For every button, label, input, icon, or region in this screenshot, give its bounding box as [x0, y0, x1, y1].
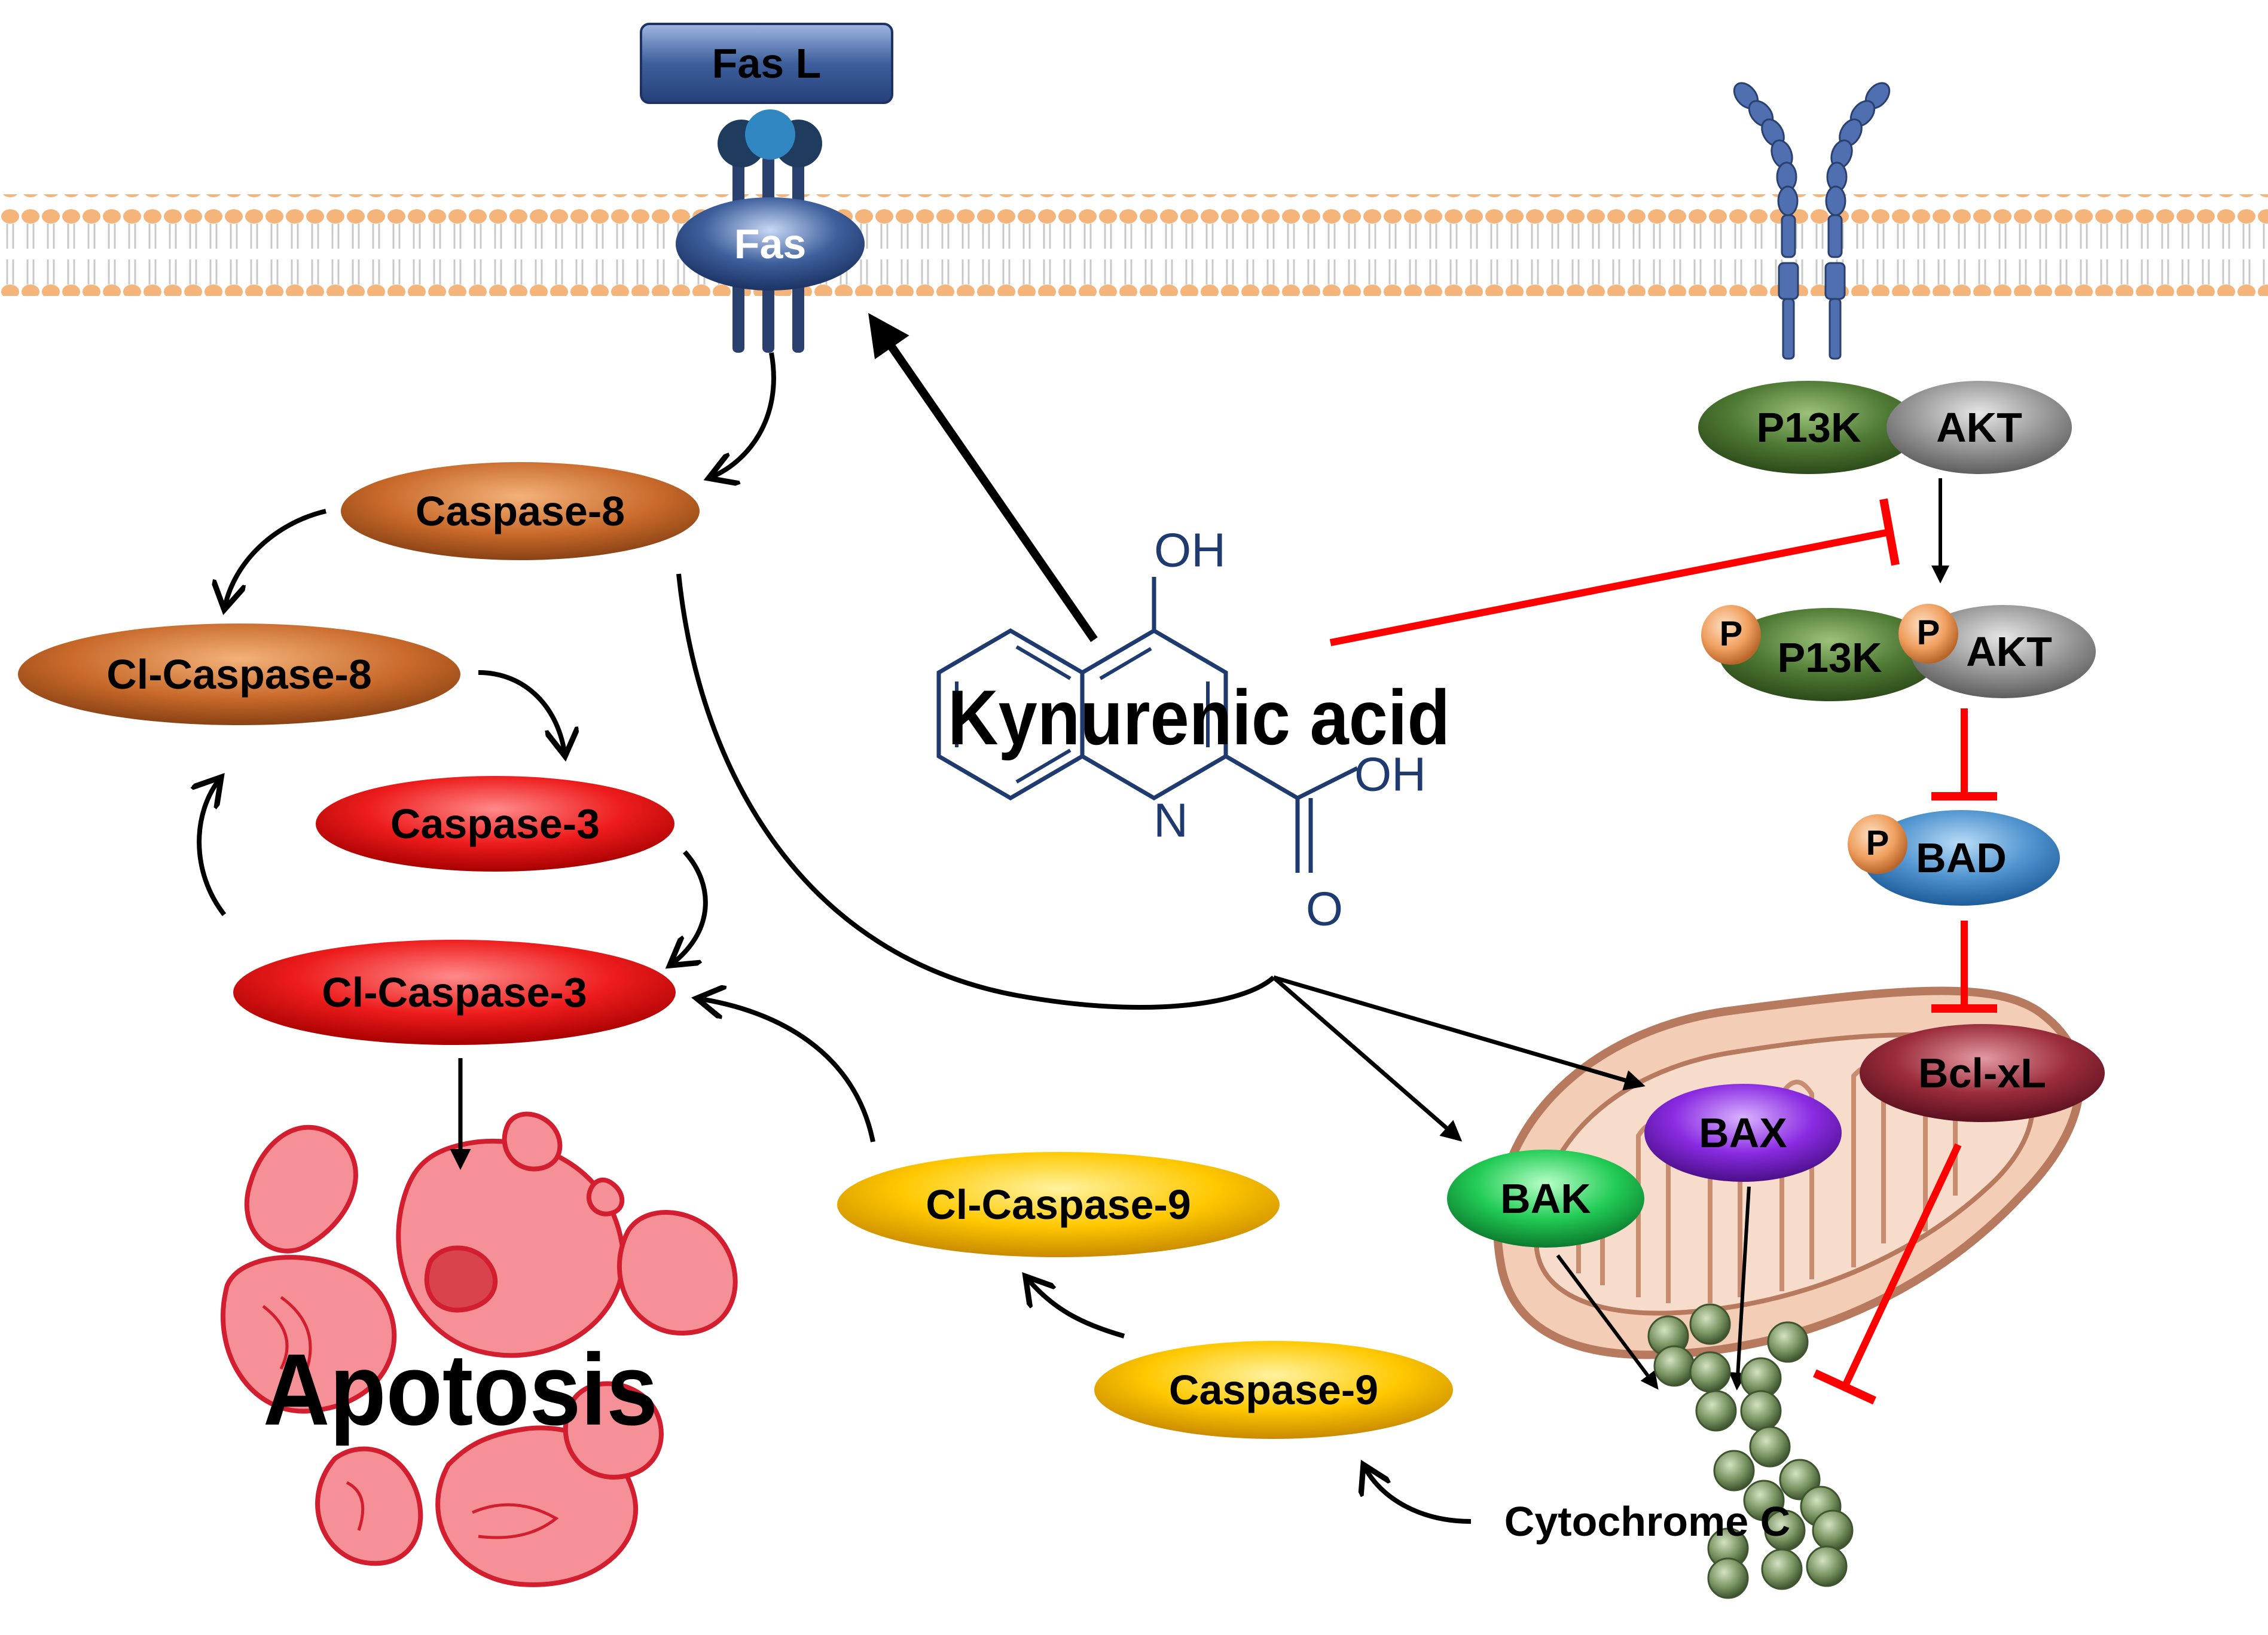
p-akt-label: AKT	[1966, 628, 2052, 675]
oh-top-label: OH	[1154, 524, 1226, 577]
fasl-label: Fas L	[712, 40, 822, 87]
growth-factor-receptor	[1733, 82, 1891, 360]
node-clcaspase9: Cl-Caspase-9	[837, 1152, 1280, 1257]
phospho-akt-badge: P	[1898, 604, 1958, 664]
clcaspase8-label: Cl-Caspase-8	[106, 651, 372, 698]
clcaspase3-to-clcaspase8-arrow	[199, 777, 227, 916]
cytochrome-c-label: Cytochrome C	[1504, 1498, 1790, 1545]
bax-to-cytochrome-arrow	[1729, 1186, 1751, 1390]
phospho-bad-label: P	[1866, 824, 1890, 863]
apoptotic-cell-illustration	[220, 1111, 738, 1587]
bak-to-cytochrome-arrow	[1556, 1254, 1659, 1390]
node-caspase9: Caspase-9	[1094, 1341, 1453, 1439]
caspase8-to-clcaspase8-arrow	[224, 509, 326, 610]
clcaspase8-to-caspase3-arrow	[478, 670, 565, 756]
clcaspase9-label: Cl-Caspase-9	[926, 1181, 1191, 1228]
fasl-box	[640, 23, 893, 104]
fas-label: Fas	[734, 221, 807, 267]
phospho-pi3k-label: P	[1720, 615, 1743, 653]
node-bax: BAX	[1644, 1084, 1842, 1182]
p-pi3k-label: P13K	[1777, 634, 1882, 681]
node-bak: BAK	[1447, 1150, 1644, 1248]
pyridine-ring	[1081, 628, 1228, 801]
fas-trimer-heads	[718, 109, 822, 167]
kynurenic-acid-title: Kynurenic acid	[948, 674, 1450, 761]
caspase8-label: Caspase-8	[416, 488, 625, 534]
pi3k-label: P13K	[1756, 404, 1861, 451]
bax-label: BAX	[1699, 1110, 1787, 1156]
activation-arrows	[199, 313, 1949, 1524]
node-akt: AKT	[1887, 381, 2072, 474]
phospho-bad-badge: P	[1848, 814, 1907, 874]
kynurenic-to-fas-arrow	[868, 313, 1098, 642]
node-bclxl: Bcl-xL	[1860, 1024, 2105, 1122]
bclxl-label: Bcl-xL	[1918, 1050, 2046, 1096]
node-bad: BAD	[1863, 810, 2060, 906]
kynurenic-acid-structure	[936, 577, 1359, 873]
akt-label: AKT	[1936, 404, 2022, 451]
bak-label: BAK	[1500, 1175, 1591, 1222]
n-atom-label: N	[1153, 794, 1188, 847]
node-pi3k: P13K	[1698, 381, 1919, 474]
inhibition-lines	[1329, 498, 1997, 1405]
clcaspase9-to-clcaspase3-arrow	[697, 998, 875, 1142]
phospho-akt-label: P	[1917, 613, 1940, 652]
caspase9-to-clcaspase9-arrow	[1025, 1276, 1125, 1338]
node-clcaspase8: Cl-Caspase-8	[18, 624, 460, 725]
oh-side-label: OH	[1354, 748, 1426, 801]
fas-node	[676, 197, 865, 291]
clcaspase3-label: Cl-Caspase-3	[322, 969, 587, 1016]
receptor-right-chain	[1824, 82, 1891, 360]
receptor-left-chain	[1733, 82, 1799, 360]
fas-receptor-complex: Fas L Fas	[640, 23, 893, 353]
caspase3-to-clcaspase3-arrow	[670, 850, 708, 965]
node-caspase3: Caspase-3	[316, 776, 674, 872]
apoptosis-label: Apotosis	[263, 1333, 658, 1447]
cytochrome-to-caspase9-arrow	[1363, 1465, 1472, 1524]
bad-label: BAD	[1916, 835, 2007, 881]
o-atom-label: O	[1306, 882, 1343, 936]
kynurenic-inhibits-pi3k-akt	[1329, 528, 1891, 646]
bclxl-inhibits-cytochrome-release	[1841, 1143, 1962, 1389]
phospho-pi3k-badge: P	[1701, 605, 1761, 665]
cell-membrane	[0, 194, 2268, 296]
caspase9-label: Caspase-9	[1169, 1367, 1378, 1413]
node-caspase8: Caspase-8	[341, 462, 700, 560]
fas-to-caspase8-arrow	[709, 352, 776, 478]
mitochondria-to-bak-arrow	[1272, 976, 1463, 1142]
node-clcaspase3: Cl-Caspase-3	[233, 940, 676, 1045]
caspase3-label: Caspase-3	[390, 800, 600, 847]
mitochondria-to-bax-arrow	[1273, 975, 1646, 1090]
node-p-pi3k: P13K	[1719, 608, 1940, 701]
caspase8-to-mitochondria-arrow	[676, 573, 1275, 1010]
cytochrome-c-cluster	[1647, 1303, 1854, 1599]
